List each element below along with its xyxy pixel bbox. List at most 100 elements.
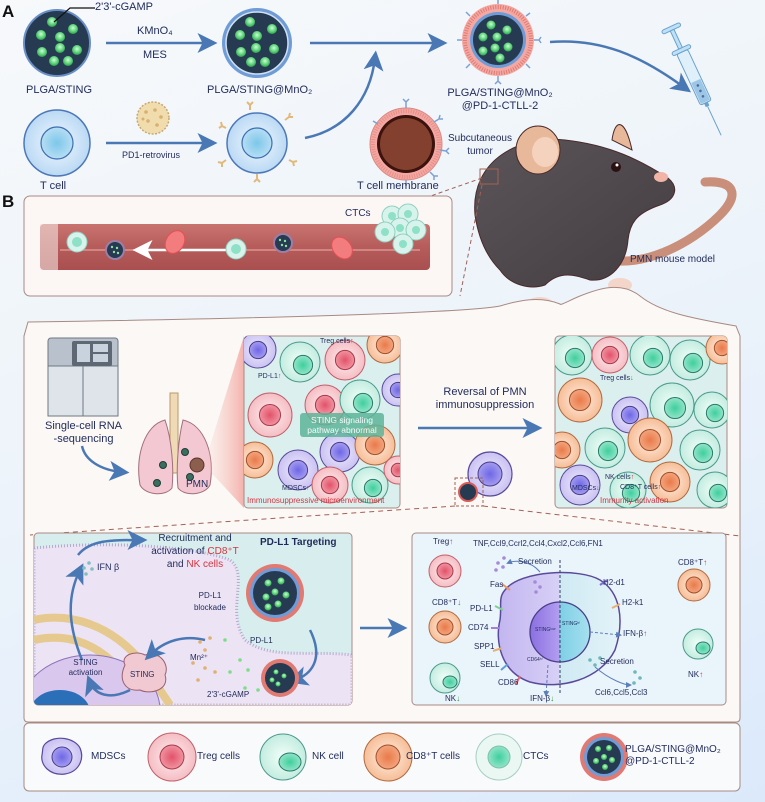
ifn-up-label: IFN-β↑ [623,629,647,638]
nk-cell [609,471,647,508]
h2k1-label: H2-k1 [622,598,644,607]
cytokines-top-label: TNF,Ccl9,Ccrl2,Ccl4,Cxcl2,Ccl6,FN1 [473,539,603,548]
cgamp-release-label: 2'3'-cGAMP [207,690,250,699]
recruit-line2-text: activation of [151,546,208,557]
recruitment-label: Recruitment and activation of CD8⁺T and … [140,532,250,571]
subcutaneous-tumor-label: Subcutaneous tumor [440,132,520,158]
cd64-label: CD64ʰⁱ [527,657,543,663]
cd8-down-label: CD8⁺T↓ [432,598,461,607]
treg-cell-icon [147,732,197,782]
nk-up-mech-label: NK↑ [688,670,703,679]
cd8-cell [366,336,400,364]
reversal-line1: Reversal of PMN [443,386,527,398]
up-arrow: ↑ [643,629,648,638]
recruit-line2: activation of CD8⁺T [140,545,250,558]
cd74-label: CD74 [468,623,489,632]
panel-label-b: B [2,192,15,211]
secretion-top-label: Secretion [518,557,552,566]
t-cell-icon [23,109,91,177]
ctc-cell-icon [475,733,523,781]
sting-activation-line2: activation [68,668,103,677]
engineered-t-cell-icon [217,101,298,183]
up-arrow: ↑ [699,670,704,679]
zoom-line-left [29,505,456,536]
blood-vessel-icon [40,203,430,270]
up-arrow: ↑ [703,558,708,567]
legend-label-nk: NK cell [312,751,344,762]
spp1-label: SPP1 [474,642,495,651]
nk-cell [584,427,626,469]
pdl1-text: PD-L1 [258,373,278,380]
mdsc-cell [319,431,361,473]
sting-abnormal-label: STING signaling pathway abnormal [300,413,384,437]
nk-text: NK cells [605,474,631,481]
legend-label-treg: Treg cells [197,751,240,762]
h2d1-label: H2-d1 [603,578,625,587]
pdl1-blockade-label: PD-L1 blockade [185,590,235,614]
arrow-to-syringe [549,40,692,93]
zoom-line-right [482,505,741,537]
legend-np-line1: PLGA/STING@MnO₂ [625,744,721,755]
cgamp-label: 2'3'-cGAMP [95,1,153,13]
legend-label-mdscs: MDSCs [91,751,126,762]
plga-sting-mno2-label: PLGA/STING@MnO₂ [207,84,313,96]
recruit-line1: Recruitment and [158,533,232,544]
treg-cell [383,455,400,485]
down-arrow: ↓ [457,598,462,607]
sting-hi-label: STINGʰⁱ [562,621,581,627]
pdl1-targeting-box [33,530,353,706]
legend-label-cd8: CD8⁺T cells [406,751,460,762]
treg-down-label: Treg cells↓ [600,375,634,382]
t-cell-label: T cell [40,180,67,192]
sting-protein-label: STING [130,670,155,679]
cd8-up-label: CD8⁺T cells↑ [620,483,661,491]
nk-text: NK [688,670,700,679]
legend-np-line2: @PD-1-CTLL-2 [625,756,695,767]
zoom-line-tumor-2 [459,184,483,297]
panel-label-a: A [2,2,15,21]
blockade-line2: blockade [193,603,227,612]
sting-low-label: STINGˡᵒʷ [535,627,556,633]
fas-label: Fas [490,580,504,589]
recruit-nk-text: NK cells [186,559,224,570]
nk-cell [649,382,695,428]
mechanism-box [411,532,727,706]
mdsc-cell [244,336,277,369]
final-np-label-line1: PLGA/STING@MnO₂ [447,87,553,99]
subcutaneous-line1: Subcutaneous [448,133,512,144]
mouse-icon [474,124,737,313]
recruit-line3: and NK cells [140,558,250,571]
ifn-down-label: IFN-β↓ [530,694,554,703]
recruit-line3-text: and [166,559,187,570]
down-arrow: ↓ [630,375,634,382]
plga-sting-particle-icon [23,9,91,77]
final-nanoparticle-icon [457,0,542,85]
immunity-activation-caption: Immunity activation [600,496,669,505]
cd8-text: CD8⁺T [432,598,458,607]
final-np-label-line2: @PD-1-CTLL-2 [461,100,539,112]
mn2-label: Mn²⁺ [190,653,208,662]
np-highlight-box [454,477,484,507]
mes-label: MES [143,49,167,61]
cd8-text: CD8⁺T [678,558,704,567]
nk-cell [555,336,593,376]
mdscs-down-label: MDSCs↓ [572,485,600,492]
nk-down-label: NK↓ [445,694,460,703]
cd8-text: CD8⁺T cells [620,484,658,491]
up-arrow: ↑ [306,485,310,492]
nk-cell-icon [259,733,307,781]
arrow-curve-up [304,50,384,140]
treg-mech-label: Treg↑ [433,537,453,546]
sting-line2: pathway abnormal [307,425,377,435]
up-arrow: ↑ [277,373,282,380]
cd8-cell [244,441,274,479]
nk-cell [629,336,671,376]
sell-label: SELL [480,660,500,669]
mdsc-cell-icon [41,737,83,775]
cd86-label: CD86 [498,678,519,687]
retrovirus-icon [136,101,170,135]
ifn-beta-label: IFN β [97,562,120,572]
nk-cell [693,391,727,429]
ifn-text: IFN-β [623,629,644,638]
plga-sting-mno2-particle-icon [222,8,292,78]
